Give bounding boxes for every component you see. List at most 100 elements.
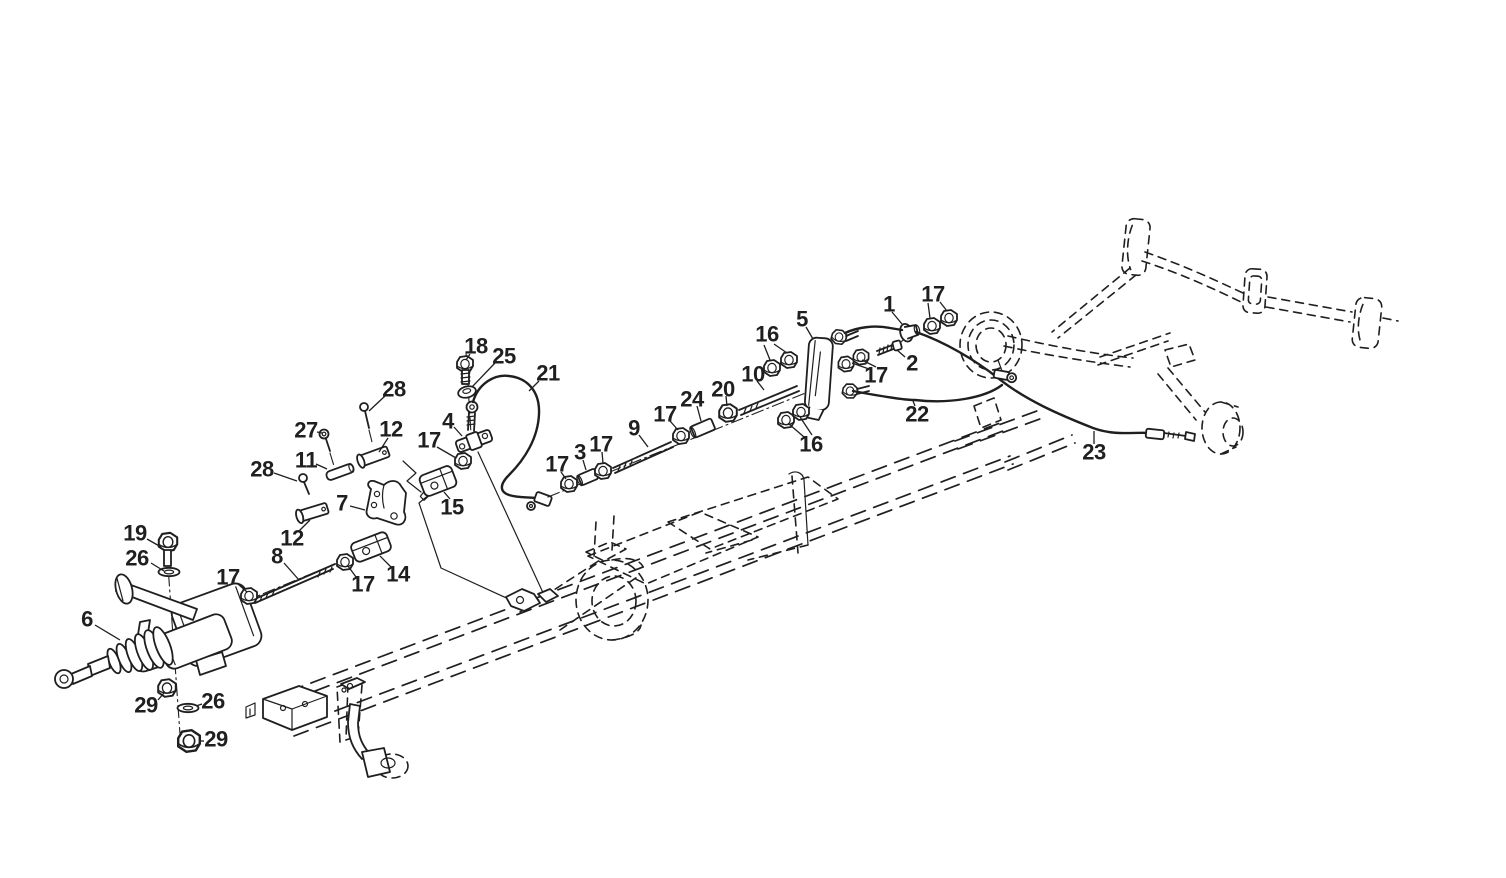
leader-line-12: [378, 437, 389, 453]
leader-line-16: [788, 423, 805, 438]
cable-23-front: [843, 325, 904, 335]
part-label-28-14: 28: [382, 377, 406, 402]
leader-line-9: [638, 434, 649, 448]
cable-22: [851, 383, 1004, 403]
pin-28-lower: [298, 473, 310, 495]
leader-line-12: [298, 519, 311, 532]
leader-line-2: [896, 349, 906, 358]
pin-28-upper: [359, 402, 373, 443]
leader-line-17: [237, 583, 248, 593]
leader-line-4: [453, 426, 463, 437]
part-label-27-11: 27: [294, 418, 318, 443]
leader-line-15: [443, 491, 451, 500]
leader-line-19: [146, 538, 162, 548]
leader-line-6: [94, 624, 121, 641]
leader-line-7: [349, 505, 366, 511]
part-label-21-22: 21: [536, 361, 560, 386]
adjuster-2: [876, 336, 907, 356]
part-label-17-16: 17: [351, 572, 375, 597]
rear-axle-assembly-dashed: [959, 217, 1399, 455]
sleeve-24: [689, 417, 716, 439]
bellows: [106, 626, 174, 675]
part-label-23-39: 23: [1082, 440, 1106, 465]
part-label-17-2: 17: [216, 565, 240, 590]
bracket-5-group: [763, 309, 958, 429]
part-label-7-12: 7: [336, 491, 348, 516]
nut-29-lower: [176, 728, 202, 754]
part-label-16-33: 16: [799, 432, 823, 457]
cable-22-barrel: [992, 369, 1018, 384]
locator-lines: [418, 451, 559, 612]
center-rod-chain: [547, 385, 809, 498]
part-label-2-37: 2: [906, 351, 918, 376]
leader-line-17: [851, 362, 870, 370]
part-label-17-23: 17: [545, 452, 569, 477]
pedal-assembly: [336, 677, 409, 779]
part-label-15-17: 15: [440, 495, 464, 520]
part-label-19-0: 19: [123, 521, 147, 546]
part-label-12-13: 12: [379, 417, 403, 442]
leader-line-17: [861, 359, 877, 368]
front-frame-bracket: [245, 685, 328, 731]
leader-line-16: [799, 416, 813, 436]
grommet-25: [457, 385, 477, 399]
part-label-17-27: 17: [653, 402, 677, 427]
part-label-14-15: 14: [386, 562, 411, 587]
leader-line-21: [528, 380, 540, 392]
leader-line-25: [471, 362, 496, 388]
leader-line-29: [157, 692, 165, 701]
leader-line-22: [912, 400, 916, 407]
clevis-15: [418, 465, 458, 501]
part-label-1-34: 1: [883, 292, 895, 317]
leader-line-27: [316, 431, 323, 434]
leader-line-8: [283, 562, 300, 581]
leader-line-20: [725, 395, 728, 407]
part-label-24-28: 24: [680, 387, 705, 412]
left-linkage-chain: [240, 402, 422, 605]
leader-line-11: [315, 463, 328, 470]
part-label-11-10: 11: [295, 448, 318, 473]
nut-29-upper: [157, 678, 177, 698]
part-label-17-25: 17: [589, 432, 613, 457]
part-label-3-24: 3: [574, 440, 586, 465]
pin-12-lower: [295, 502, 330, 525]
cables-22-23: [843, 325, 1196, 442]
leader-line-28: [368, 395, 386, 412]
part-label-26-1: 26: [125, 546, 149, 571]
leader-line-17: [669, 420, 679, 431]
washer-26-lower: [176, 702, 200, 714]
leader-line-17: [939, 301, 948, 312]
screw-27: [318, 428, 335, 467]
part-label-18-20: 18: [464, 334, 488, 359]
part-label-20-29: 20: [711, 377, 735, 402]
part-label-26-5: 26: [201, 689, 225, 714]
leader-line-28: [273, 472, 298, 482]
pin-11: [325, 463, 355, 481]
part-label-22-38: 22: [905, 402, 929, 427]
part-label-5-31: 5: [796, 307, 808, 332]
part-label-6-3: 6: [81, 607, 93, 632]
part-label-28-9: 28: [250, 457, 274, 482]
clevis-14: [350, 531, 392, 563]
leader-line-10: [756, 380, 765, 391]
leader-line-16: [763, 344, 771, 361]
part-label-12-8: 12: [280, 526, 304, 551]
leader-line-16: [773, 343, 788, 354]
grommet-1: [899, 323, 921, 343]
part-label-17-36: 17: [864, 363, 888, 388]
cable-21: [471, 374, 541, 500]
bracket-7: [365, 479, 407, 526]
leader-line-17: [347, 565, 357, 578]
part-label-8-7: 8: [271, 544, 283, 569]
bolt-19: [157, 531, 179, 553]
part-label-9-26: 9: [628, 416, 640, 441]
chassis-frame-dashed: [265, 397, 1076, 737]
part-label-25-21: 25: [492, 344, 516, 369]
leader-line-3: [582, 459, 587, 471]
clamp-4: [454, 429, 494, 453]
leader-line-14: [379, 555, 392, 568]
leader-line-26: [150, 562, 165, 572]
